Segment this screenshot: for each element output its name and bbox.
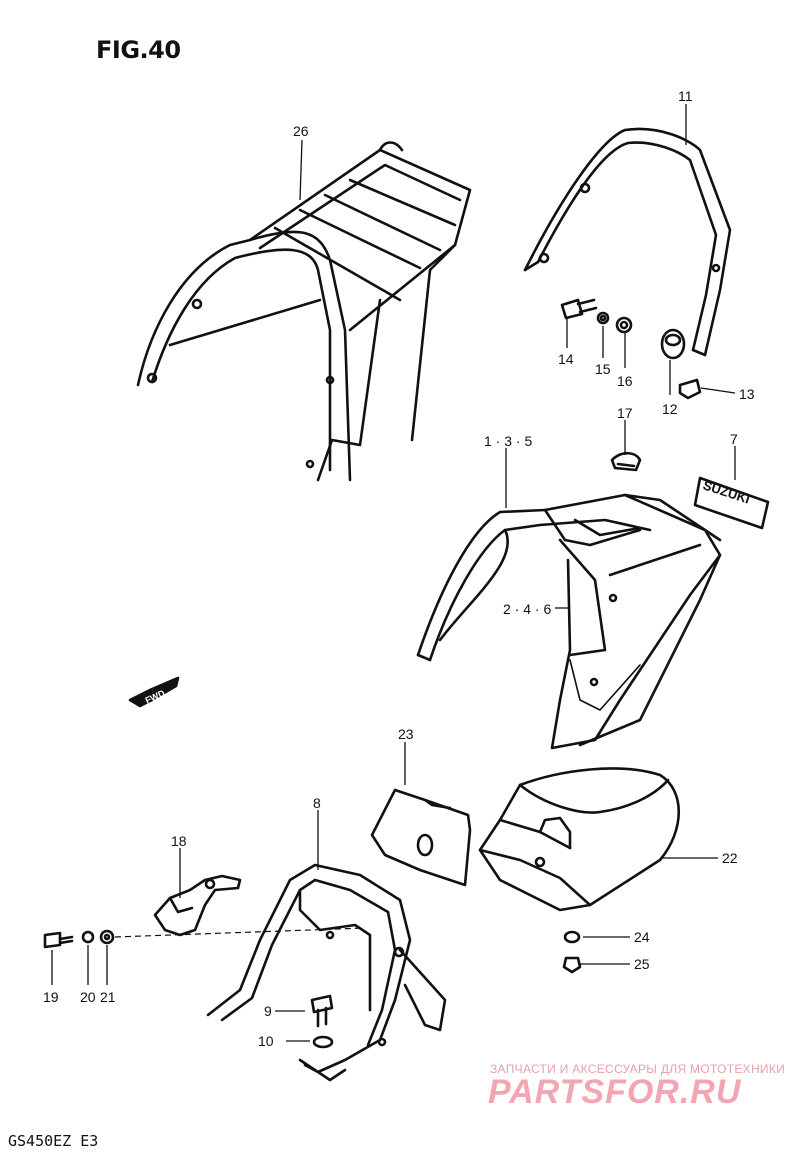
callout-2-4-6: 2 · 4 · 6 [503,601,551,617]
model-code: GS450EZ E3 [8,1132,99,1150]
figure-title: FIG.40 [96,36,181,64]
callout-12: 12 [662,401,678,417]
leader-lines [51,104,736,1042]
callout-10: 10 [258,1033,274,1049]
watermark-tagline: ЗАПЧАСТИ И АКСЕССУАРЫ ДЛЯ МОТОТЕХНИКИ [490,1062,786,1076]
callout-23: 23 [398,726,414,742]
callout-13: 13 [739,386,755,402]
callout-26: 26 [293,123,309,139]
suzuki-emblem [693,476,770,530]
callout-24: 24 [634,929,650,945]
callout-11: 11 [678,88,693,104]
callout-21: 21 [100,989,116,1005]
callout-1-3-5: 1 · 3 · 5 [484,433,532,449]
watermark-logo: PARTSFOR.RU [488,1073,742,1111]
bolt-washer [310,994,334,1049]
luggage-carrier [136,141,472,482]
callout-17: 17 [617,405,633,421]
seat-lock [153,874,242,937]
callout-18: 18 [171,833,187,849]
cover-plate [370,788,472,887]
seat-bracket [206,863,447,1082]
callout-25: 25 [634,956,650,972]
callout-15: 15 [595,361,611,377]
callout-20: 20 [80,989,96,1005]
callout-22: 22 [722,850,738,866]
callout-9: 9 [264,1003,272,1019]
callout-7: 7 [730,431,738,447]
callout-19: 19 [43,989,59,1005]
callout-8: 8 [313,795,321,811]
seat-cowl [478,767,680,912]
grab-handle [523,127,732,357]
fwd-arrow-icon [128,676,180,708]
callout-16: 16 [617,373,633,389]
tail-cover [416,493,722,750]
callout-14: 14 [558,351,574,367]
hardware-group [560,298,702,472]
fastener-group [43,929,115,949]
nut-group [562,930,582,974]
